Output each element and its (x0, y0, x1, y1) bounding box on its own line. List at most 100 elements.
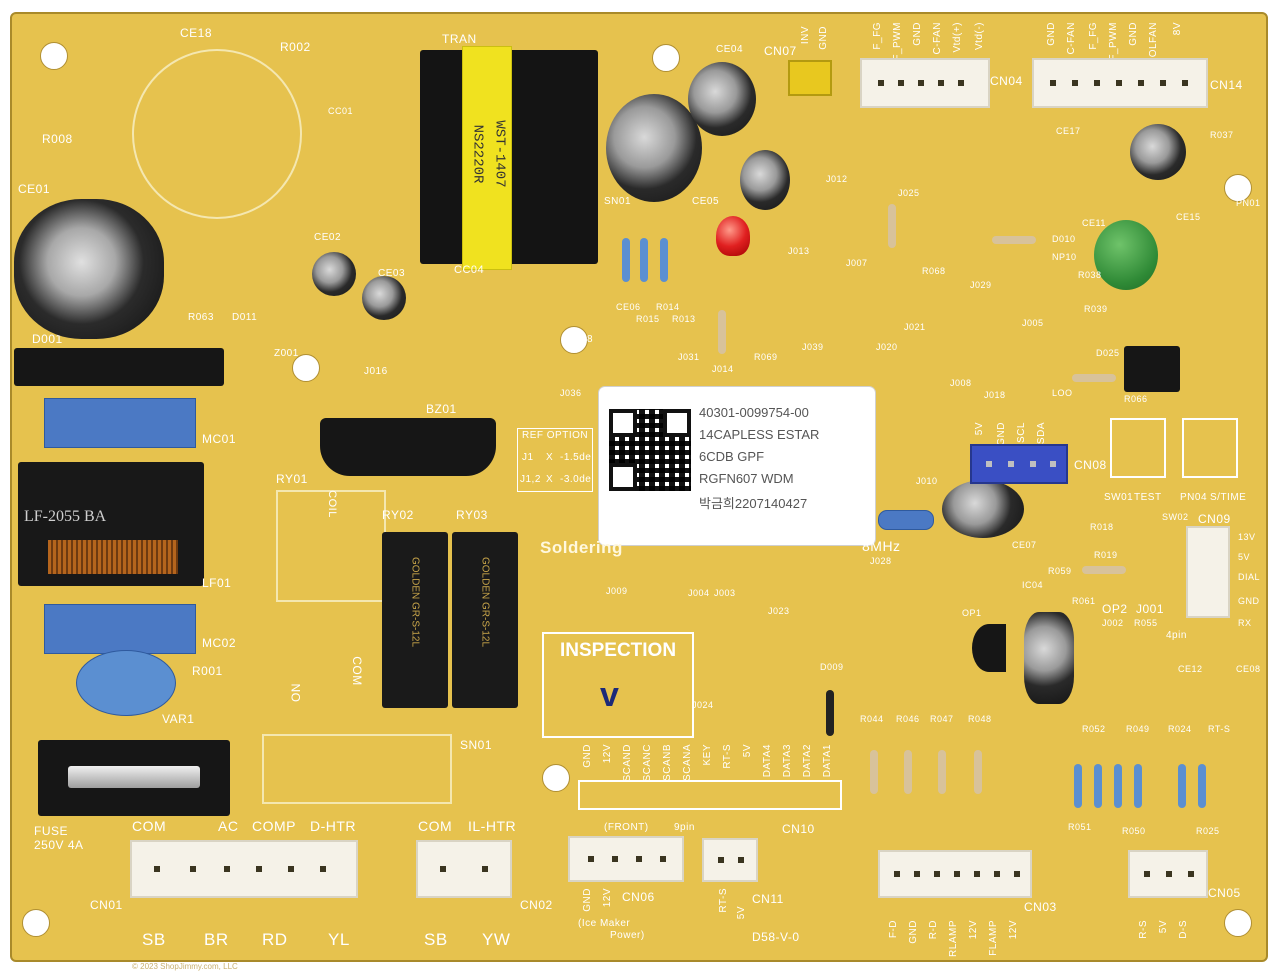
capacitor-ce03 (362, 276, 406, 320)
re01-label: J028 (870, 556, 892, 566)
cn10-pin: GND (582, 744, 593, 768)
transformer-label: WST-1407 (491, 120, 508, 188)
fuse-holder (38, 740, 230, 816)
j029-label: R068 (922, 266, 946, 276)
connector-cn02[interactable] (416, 840, 512, 898)
com-label: COM (349, 656, 364, 686)
connector-cn07[interactable] (788, 60, 832, 96)
connector-cn03[interactable] (878, 850, 1032, 898)
ce15-label: CE17 (1056, 126, 1081, 136)
cn10-pin: 12V (602, 744, 613, 764)
led (716, 216, 750, 256)
r038-label: CE11 (1082, 218, 1106, 228)
cn08-label: CN08 (1074, 458, 1107, 472)
j020-label: J039 (802, 342, 824, 352)
switch-sw02[interactable] (1110, 418, 1166, 478)
connector-cn09[interactable] (1186, 526, 1230, 618)
resistor-r069 (718, 310, 726, 354)
ic08-label: IC08 (570, 334, 594, 345)
cn01-pin-label: D-HTR (310, 818, 357, 834)
cn04-pin: Vtd(+) (952, 22, 963, 53)
cn02-wire-color: YW (482, 930, 511, 949)
resistor-r048 (974, 750, 982, 794)
cn02-wire-color: SB (424, 930, 448, 949)
connector-cn06[interactable] (568, 836, 684, 882)
ninepin-label: 9pin (674, 822, 695, 833)
ce18-outline (132, 49, 302, 219)
inspection-mark: v (600, 676, 619, 714)
line-filter-label: LF-2055 BA (24, 508, 107, 525)
connector-cn10[interactable] (578, 780, 842, 810)
connector-cn04[interactable] (860, 58, 990, 108)
connector-cn14[interactable] (1032, 58, 1208, 108)
transformer-name: TRAN (442, 32, 477, 46)
coil-label: COIL (325, 490, 338, 518)
switch-sw01[interactable] (1182, 418, 1238, 478)
transformer: WST-1407 NS2220R (420, 46, 598, 270)
ce02-label: CE02 (314, 232, 342, 243)
r050-label: R050 (1122, 826, 1146, 836)
mounting-hole (542, 764, 570, 792)
cn01-wire-color: RD (262, 930, 288, 949)
cn06-pin: GND (582, 888, 593, 912)
cn14-pin: F_FG (1088, 22, 1099, 50)
cc04-label: CC04 (454, 264, 485, 276)
connector-cn01[interactable] (130, 840, 358, 898)
bz01-label: BZ01 (426, 402, 457, 416)
connector-cn05[interactable] (1128, 850, 1208, 898)
rts-label: RT-S (1208, 724, 1231, 734)
cn05-pin: R-S (1138, 920, 1149, 939)
line-filter-lf01: LF-2055 BA (18, 462, 204, 586)
cn14-label: CN14 (1210, 78, 1243, 92)
cn08-pin-label: 5V (974, 422, 985, 436)
j003-label: J009 (606, 586, 628, 596)
cn02-label: CN02 (520, 898, 553, 912)
ref-option-title: REF OPTION (522, 430, 589, 441)
inspection-box: INSPECTION v (542, 632, 694, 738)
ref-row-j1: J1 (522, 452, 534, 463)
j036-label: J018 (984, 390, 1006, 400)
relay-ry03: GOLDEN GR-S-12L (452, 532, 518, 708)
cn07-pin: INV (800, 26, 811, 45)
cn04-pin: GND (912, 22, 923, 46)
ref-row-j12: J1,2 (520, 474, 541, 485)
cn01-wire-color: BR (204, 930, 229, 949)
cn08-pin-label: GND (996, 422, 1007, 446)
resistor-bank (1134, 764, 1142, 808)
j023-label: J023 (768, 606, 790, 616)
op1-label: OP2 (1102, 602, 1128, 616)
sw02-label: SW01 (1104, 492, 1134, 503)
buzzer-bz01 (320, 418, 496, 476)
d001-label: D001 (32, 332, 63, 346)
soldering-label: Soldering (540, 538, 623, 557)
ry03-label: RY03 (456, 508, 488, 522)
connector-cn08[interactable] (970, 444, 1068, 484)
transformer-label: NS2220R (469, 124, 486, 184)
cn10-pin: 5V (742, 744, 753, 758)
cn03-pin: F-D (888, 920, 899, 939)
resistor-r055 (1082, 566, 1126, 574)
relay-ry02-label: GOLDEN GR-S-12L (409, 557, 421, 648)
cn07-pin: GND (818, 26, 829, 50)
r052-label: R052 (1082, 724, 1106, 734)
ce03-label: CE03 (378, 268, 406, 279)
part-number: 40301-0099754-00 (699, 405, 809, 420)
j010-label: J036 (560, 388, 582, 398)
r069-label: J014 (712, 364, 734, 374)
cn10-pin: KEY (702, 744, 713, 766)
cn09-pin: GND (1238, 596, 1260, 606)
j013-label: J012 (826, 174, 848, 184)
resistor-bank (1114, 764, 1122, 808)
cn07-label: CN07 (764, 44, 797, 58)
cn04-pin: Vtd(-) (974, 22, 985, 50)
r002-label: R002 (280, 40, 311, 54)
r047-label: R047 (930, 714, 954, 724)
front-label: (FRONT) (604, 822, 649, 833)
cn10-pin: DATA4 (762, 744, 773, 778)
lf01-label: LF01 (202, 576, 232, 590)
sw01-stime: S/TIME (1210, 492, 1247, 503)
mc01-label: MC01 (202, 432, 237, 446)
connector-cn11[interactable] (702, 838, 758, 882)
d009-label: D009 (820, 662, 844, 672)
r013-label: R014 (656, 302, 680, 312)
